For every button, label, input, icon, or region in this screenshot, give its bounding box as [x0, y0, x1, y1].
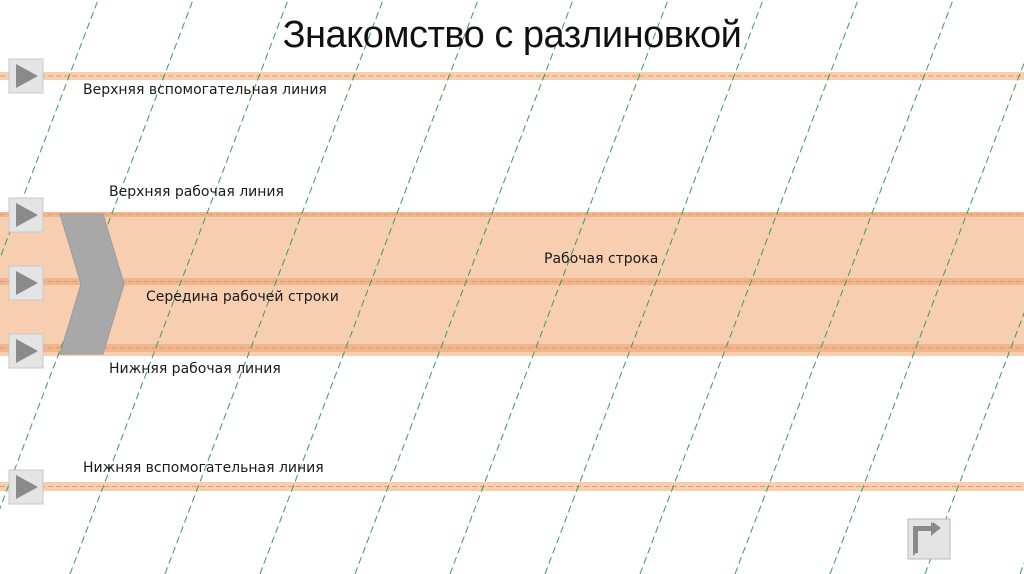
label-lower-auxiliary: Нижняя вспомогательная линия [83, 460, 324, 476]
slant-line [0, 0, 99, 260]
band-top-edge [0, 212, 1024, 217]
label-working-row: Рабочая строка [544, 251, 659, 267]
middle-line-button[interactable] [8, 265, 44, 301]
slant-line [259, 0, 479, 574]
label-upper-auxiliary: Верхняя вспомогательная линия [83, 82, 327, 98]
chevron-pointer-icon [59, 213, 125, 355]
lower-auxiliary-line [0, 482, 1024, 491]
upper-auxiliary-line-button[interactable] [8, 58, 44, 94]
return-button[interactable] [907, 518, 951, 560]
play-triangle-icon [8, 265, 44, 301]
upper-working-line-button[interactable] [8, 197, 44, 233]
upper-auxiliary-line [0, 72, 1024, 80]
slant-line [354, 0, 574, 574]
lower-working-line-button[interactable] [8, 333, 44, 369]
play-triangle-icon [8, 469, 44, 505]
play-triangle-icon [8, 333, 44, 369]
band-bottom-edge [0, 344, 1024, 352]
label-upper-working: Верхняя рабочая линия [109, 184, 284, 200]
label-middle: Середина рабочей строки [146, 289, 339, 305]
play-triangle-icon [8, 58, 44, 94]
slant-line [164, 0, 384, 574]
slant-line [449, 0, 669, 574]
play-triangle-icon [8, 197, 44, 233]
slant-line [639, 0, 859, 574]
slide-title: Знакомство с разлиновкой [282, 14, 742, 56]
slant-line [829, 61, 1024, 574]
slant-line [544, 0, 764, 574]
slant-line [924, 311, 1024, 574]
lower-auxiliary-line-button[interactable] [8, 469, 44, 505]
label-lower-working: Нижняя рабочая линия [109, 361, 281, 377]
band-middle-line [0, 278, 1024, 285]
slant-line [69, 0, 289, 574]
return-arrow-icon [907, 518, 951, 560]
slant-line [734, 0, 954, 574]
